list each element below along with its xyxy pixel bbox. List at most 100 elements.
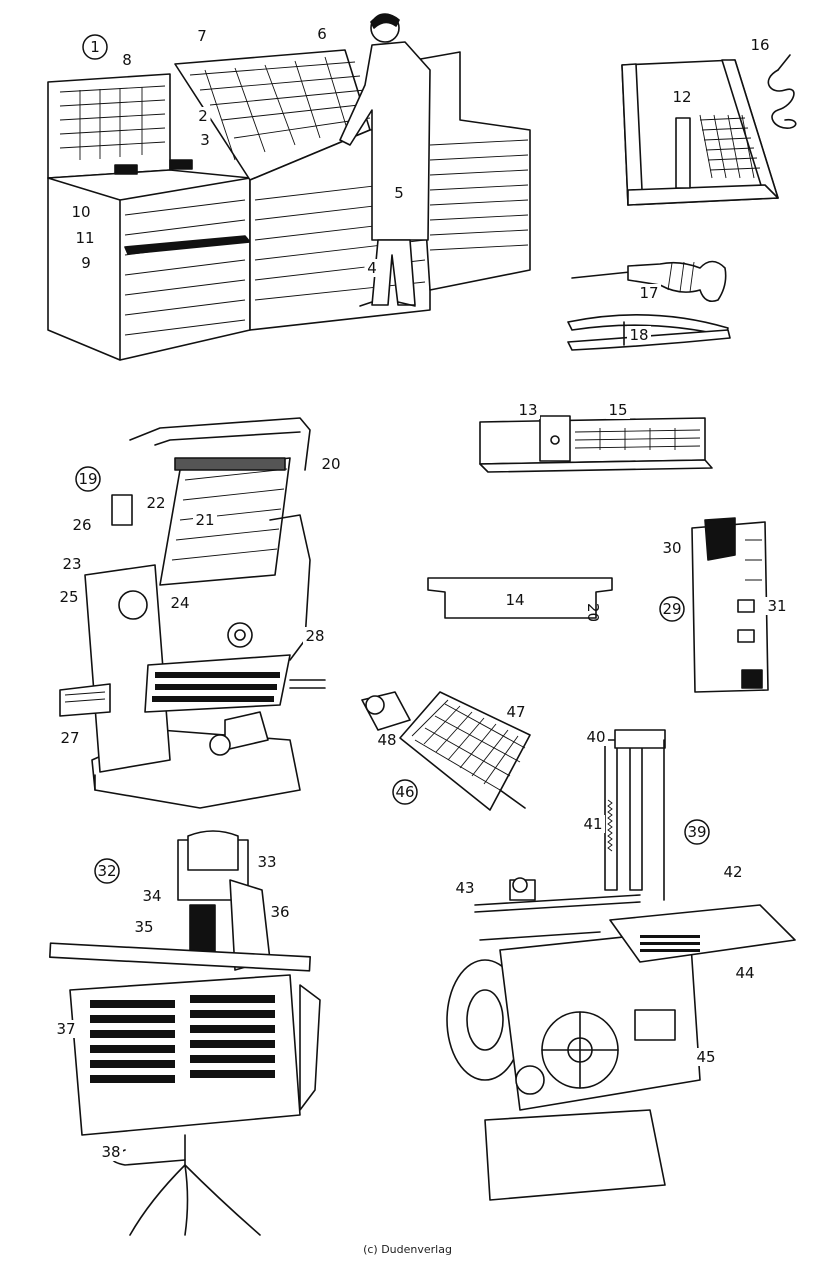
label-backdrop	[119, 51, 135, 69]
label-text: 25	[59, 588, 78, 606]
label-backdrop	[721, 863, 745, 881]
figure-number-ring	[684, 819, 710, 845]
part-number-label: 36	[268, 903, 292, 921]
figure-page-cord	[767, 54, 797, 129]
label-text: 1	[90, 38, 100, 56]
figure-composing-frame	[47, 13, 531, 361]
label-backdrop	[453, 879, 477, 897]
label-text: 45	[696, 1048, 715, 1066]
label-backdrop	[168, 594, 192, 612]
label-backdrop	[504, 703, 528, 721]
figure-number-ring	[659, 596, 685, 622]
label-backdrop	[54, 1020, 78, 1038]
label-backdrop	[70, 516, 94, 534]
label-text: 20	[321, 455, 340, 473]
part-number-label: 18	[627, 326, 651, 344]
label-backdrop	[627, 326, 651, 344]
figure-matrix-case	[361, 691, 531, 811]
part-number-label: 35	[132, 918, 156, 936]
label-backdrop	[58, 729, 82, 747]
label-backdrop	[765, 597, 789, 615]
label-backdrop	[268, 903, 292, 921]
label-backdrop	[606, 401, 630, 419]
part-number-label: 14	[503, 591, 527, 609]
label-text: 44	[735, 964, 754, 982]
label-backdrop	[69, 203, 93, 221]
part-number-label: 33	[255, 853, 279, 871]
label-backdrop	[140, 887, 164, 905]
part-number-label: 43	[453, 879, 477, 897]
label-text: 36	[270, 903, 289, 921]
label-text: 46	[395, 783, 414, 801]
circled-figure-number: 1	[82, 34, 108, 60]
part-number-label: 30	[660, 539, 684, 557]
label-backdrop	[60, 555, 84, 573]
label-text: 40	[586, 728, 605, 746]
part-number-label: 7	[194, 27, 210, 45]
label-text: 33	[257, 853, 276, 871]
part-number-label: 40	[584, 728, 608, 746]
figure-number-ring	[82, 34, 108, 60]
figure-monotype-caster	[446, 729, 796, 1201]
figure-galley	[621, 59, 779, 206]
label-backdrop	[660, 539, 684, 557]
part-number-label: 25	[57, 588, 81, 606]
label-backdrop	[584, 728, 608, 746]
setting-rule-text: 20	[584, 603, 602, 622]
part-number-label: 38	[99, 1143, 123, 1161]
part-number-label: 12	[670, 88, 694, 106]
label-text: 39	[687, 823, 706, 841]
label-text: 5	[394, 184, 404, 202]
label-backdrop	[581, 815, 605, 833]
part-number-label: 13	[516, 401, 540, 419]
part-number-label: 2	[195, 107, 211, 125]
figure-number-ring	[94, 858, 120, 884]
label-text: 19	[78, 470, 97, 488]
part-number-label: 42	[721, 863, 745, 881]
label-backdrop	[637, 284, 661, 302]
figure-number-ring	[392, 779, 418, 805]
number-labels: 1234567891011121314151617181920212223242…	[54, 25, 789, 1161]
part-number-label: 27	[58, 729, 82, 747]
label-text: 2	[198, 107, 208, 125]
label-text: 16	[750, 36, 769, 54]
label-backdrop	[748, 36, 772, 54]
label-text: 6	[317, 25, 327, 43]
label-backdrop	[194, 27, 210, 45]
label-text: 35	[134, 918, 153, 936]
label-text: 4	[367, 259, 377, 277]
label-text: 15	[608, 401, 627, 419]
label-backdrop	[132, 918, 156, 936]
part-number-label: 9	[78, 254, 94, 272]
label-text: 23	[62, 555, 81, 573]
label-backdrop	[319, 455, 343, 473]
label-text: 8	[122, 51, 132, 69]
label-backdrop	[375, 731, 399, 749]
label-backdrop	[197, 131, 213, 149]
part-number-label: 20	[319, 455, 343, 473]
label-text: 31	[767, 597, 786, 615]
label-text: 42	[723, 863, 742, 881]
label-backdrop	[391, 184, 407, 202]
label-backdrop	[733, 964, 757, 982]
figure-bodkin	[571, 260, 727, 303]
part-number-label: 22	[144, 494, 168, 512]
compositor-figure	[339, 13, 431, 307]
part-number-label: 24	[168, 594, 192, 612]
label-text: 17	[639, 284, 658, 302]
part-number-label: 4	[364, 259, 380, 277]
label-backdrop	[303, 627, 327, 645]
label-text: 10	[71, 203, 90, 221]
circled-figure-number: 39	[684, 819, 710, 845]
label-text: 3	[200, 131, 210, 149]
part-number-label: 31	[765, 597, 789, 615]
figure-composing-stick	[479, 415, 713, 473]
label-backdrop	[694, 1048, 718, 1066]
figure-monotype-keyboard	[49, 830, 321, 1236]
label-text: 12	[672, 88, 691, 106]
label-text: 34	[142, 887, 161, 905]
label-text: 37	[56, 1020, 75, 1038]
label-backdrop	[195, 107, 211, 125]
part-number-label: 8	[119, 51, 135, 69]
label-text: 21	[195, 511, 214, 529]
